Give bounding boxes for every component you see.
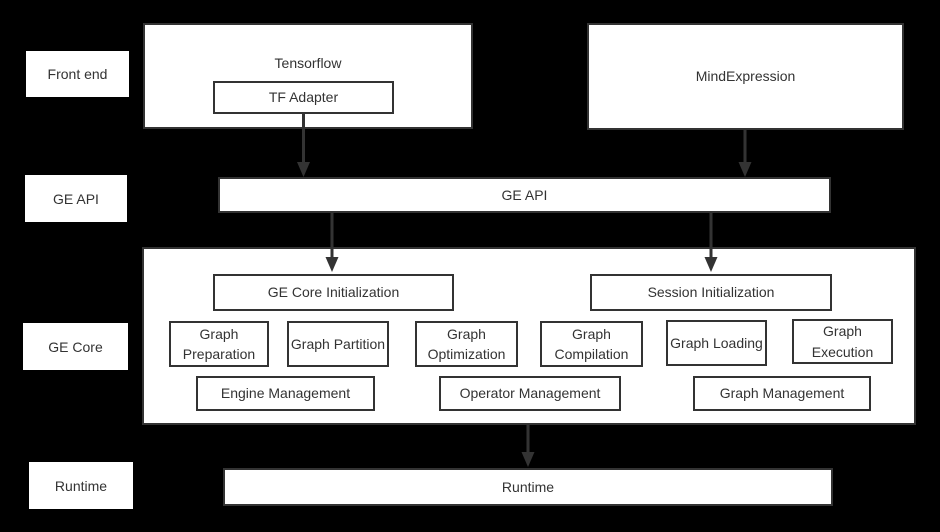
arrow-ge-core-to-runtime-icon <box>521 424 535 467</box>
graph-execution-box: Graph Execution <box>792 319 893 364</box>
side-label-runtime: Runtime <box>29 462 133 509</box>
graph-execution-label: Graph Execution <box>811 323 874 360</box>
graph-loading-box: Graph Loading <box>666 320 767 366</box>
graph-loading-label: Graph Loading <box>670 334 763 351</box>
graph-compilation-label: Graph Compilation <box>554 325 629 362</box>
arrow-mind-expression-to-ge-api-icon <box>738 129 752 177</box>
mind-expression-box: MindExpression <box>587 23 904 130</box>
ge-core-initialization-label: GE Core Initialization <box>267 284 400 301</box>
runtime-label: Runtime <box>501 478 555 495</box>
session-initialization-box: Session Initialization <box>590 274 832 311</box>
tensorflow-box: Tensorflow TF Adapter <box>143 23 473 129</box>
operator-management-box: Operator Management <box>439 376 621 411</box>
side-label-front-end: Front end <box>26 51 129 97</box>
operator-management-label: Operator Management <box>459 385 601 402</box>
graph-management-label: Graph Management <box>719 385 845 402</box>
tf-adapter-label: TF Adapter <box>268 89 339 106</box>
graph-preparation-label: Graph Preparation <box>182 325 256 362</box>
side-label-ge-api: GE API <box>25 175 127 222</box>
graph-optimization-label: Graph Optimization <box>427 325 506 362</box>
side-label-ge-core: GE Core <box>23 323 128 370</box>
graph-preparation-box: Graph Preparation <box>169 321 269 367</box>
ge-api-bar: GE API <box>218 177 831 213</box>
graph-compilation-box: Graph Compilation <box>540 321 643 367</box>
session-initialization-label: Session Initialization <box>647 284 775 301</box>
graph-partition-box: Graph Partition <box>287 321 389 367</box>
graph-partition-label: Graph Partition <box>290 335 386 352</box>
tensorflow-label: Tensorflow <box>274 55 342 71</box>
tf-adapter-box: TF Adapter <box>213 81 394 114</box>
ge-core-initialization-box: GE Core Initialization <box>213 274 454 311</box>
mind-expression-label: MindExpression <box>695 68 796 85</box>
engine-management-box: Engine Management <box>196 376 375 411</box>
ge-api-label: GE API <box>501 186 548 203</box>
runtime-bar: Runtime <box>223 468 833 506</box>
graph-management-box: Graph Management <box>693 376 871 411</box>
engine-management-label: Engine Management <box>220 385 351 402</box>
ge-core-box: GE Core Initialization Session Initializ… <box>142 247 916 425</box>
graph-optimization-box: Graph Optimization <box>415 321 518 367</box>
